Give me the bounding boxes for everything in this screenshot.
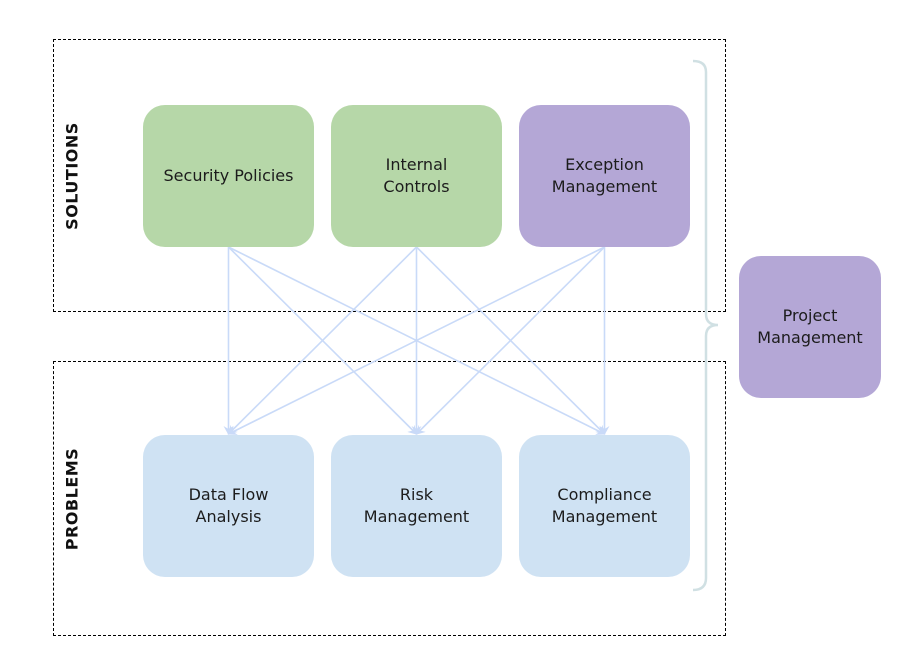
node-risk-management[interactable]: Risk Management — [331, 435, 502, 577]
node-label: Internal Controls — [383, 155, 450, 196]
node-label: Security Policies — [163, 166, 294, 185]
node-internal-controls[interactable]: Internal Controls — [331, 105, 502, 247]
node-exception-management[interactable]: Exception Management — [519, 105, 690, 247]
node-data-flow-analysis[interactable]: Data Flow Analysis — [143, 435, 314, 577]
node-label: Risk Management — [363, 485, 470, 526]
problems-group-frame — [53, 361, 726, 636]
edges-group — [223, 246, 610, 435]
grouping-brace — [692, 59, 719, 592]
node-label: Exception Management — [551, 155, 658, 196]
edge-internal-controls-to-data-flow-analysis — [227, 246, 418, 435]
edge-exception-management-to-risk-management — [415, 246, 606, 435]
edge-exception-management-to-data-flow-analysis — [227, 246, 605, 435]
solutions-group-frame — [53, 39, 726, 312]
node-label: Compliance Management — [551, 485, 658, 526]
node-label: Data Flow Analysis — [188, 485, 269, 526]
node-label: Project Management — [757, 306, 863, 347]
node-security-policies[interactable]: Security Policies — [143, 105, 314, 247]
node-compliance-management[interactable]: Compliance Management — [519, 435, 690, 577]
node-project-management[interactable]: Project Management — [739, 256, 881, 398]
